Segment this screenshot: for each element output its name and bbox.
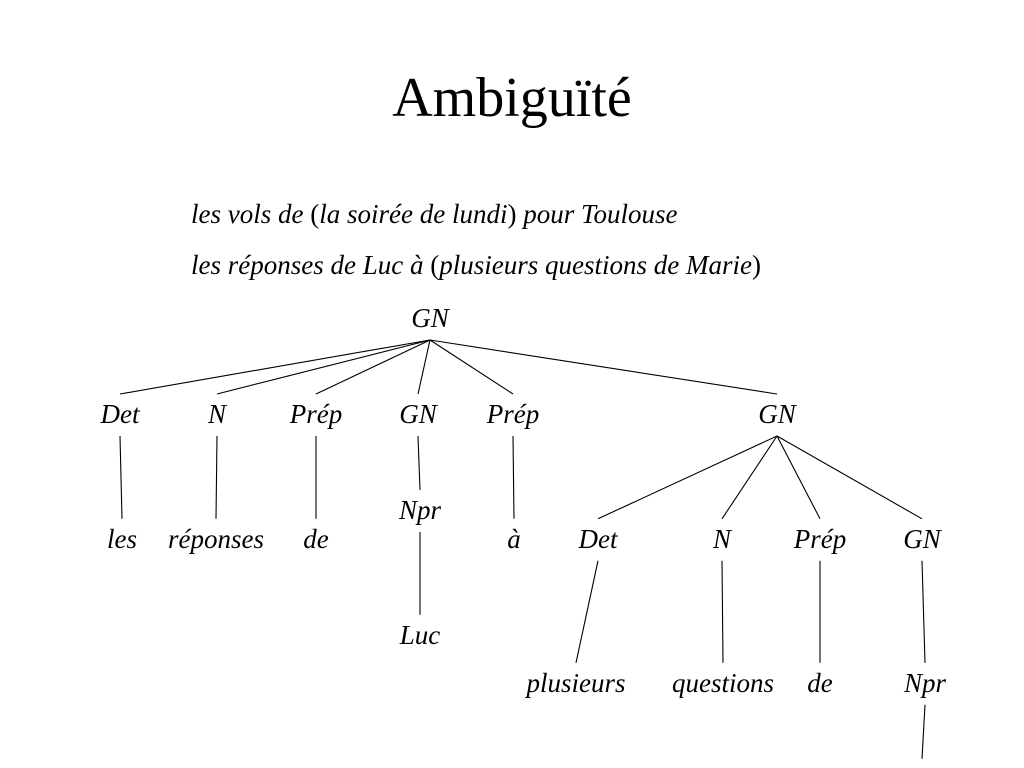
- tree-node-prep3: Prép: [793, 524, 846, 554]
- example-2-part: plusieurs questions de Marie: [439, 250, 752, 280]
- tree-node-npr2: Npr: [903, 668, 947, 698]
- tree-edge-gn2-det2: [597, 435, 778, 520]
- tree-edge-gn0-n1: [216, 339, 431, 395]
- tree-edge-gn3-npr2: [921, 560, 926, 663]
- tree-word-w_questions: questions: [672, 668, 774, 698]
- example-1-part: pour Toulouse: [516, 199, 678, 229]
- tree-edge-gn2-prep3: [776, 435, 821, 520]
- tree-node-gn3: GN: [903, 524, 942, 554]
- example-sentence-1: les vols de (la soirée de lundi) pour To…: [191, 197, 678, 231]
- example-1-part: les vols de: [191, 199, 311, 229]
- example-2-part: ): [751, 250, 761, 280]
- tree-edge-det2-w_plusieurs: [575, 560, 599, 663]
- tree-edge-gn0-gn2: [429, 339, 778, 395]
- slide-title: Ambiguïté: [392, 67, 632, 129]
- tree-word-w_plusieurs: plusieurs: [524, 668, 625, 698]
- tree-edge-gn1-npr1: [417, 435, 421, 491]
- example-2-part: (: [430, 250, 440, 280]
- tree-word-w_les: les: [107, 524, 137, 554]
- tree-edge-n1-w_reponses: [215, 435, 218, 519]
- tree-edge-gn0-gn1: [417, 339, 431, 395]
- tree-edge-gn2-n2: [721, 435, 778, 520]
- example-1-part: la soirée de lundi: [319, 199, 508, 229]
- tree-node-n2: N: [712, 524, 733, 554]
- tree-node-gn0: GN: [411, 303, 450, 333]
- tree-edge-gn2-gn3: [776, 435, 923, 520]
- tree-word-w_de1: de: [303, 524, 329, 554]
- tree-word-w_a: à: [507, 524, 521, 554]
- tree-node-gn2: GN: [758, 399, 797, 429]
- tree-edge-det1-w_les: [119, 435, 123, 519]
- example-sentence-2: les réponses de Luc à (plusieurs questio…: [191, 248, 761, 282]
- tree-edge-n2-w_questions: [721, 560, 724, 663]
- tree-edge-gn0-prep2: [429, 339, 514, 395]
- example-1-part: (: [310, 199, 320, 229]
- tree-word-w_reponses: réponses: [168, 524, 264, 554]
- example-2-part: les réponses de Luc à: [191, 250, 431, 280]
- tree-node-prep2: Prép: [486, 399, 539, 429]
- tree-node-prep1: Prép: [289, 399, 342, 429]
- tree-edge-prep2-w_a: [512, 435, 515, 519]
- tree-word-w_luc: Luc: [399, 620, 441, 650]
- tree-node-npr1: Npr: [398, 495, 442, 525]
- tree-node-det2: Det: [578, 524, 619, 554]
- example-1-part: ): [507, 199, 517, 229]
- tree-word-w_marie: Marie: [888, 764, 955, 768]
- tree-edge-gn0-det1: [119, 339, 431, 395]
- tree-edge-gn0-prep1: [315, 339, 431, 395]
- tree-edge-npr2-w_marie: [921, 704, 926, 759]
- tree-word-w_de2: de: [807, 668, 833, 698]
- tree-node-gn1: GN: [399, 399, 438, 429]
- tree-node-n1: N: [207, 399, 228, 429]
- tree-node-det1: Det: [100, 399, 141, 429]
